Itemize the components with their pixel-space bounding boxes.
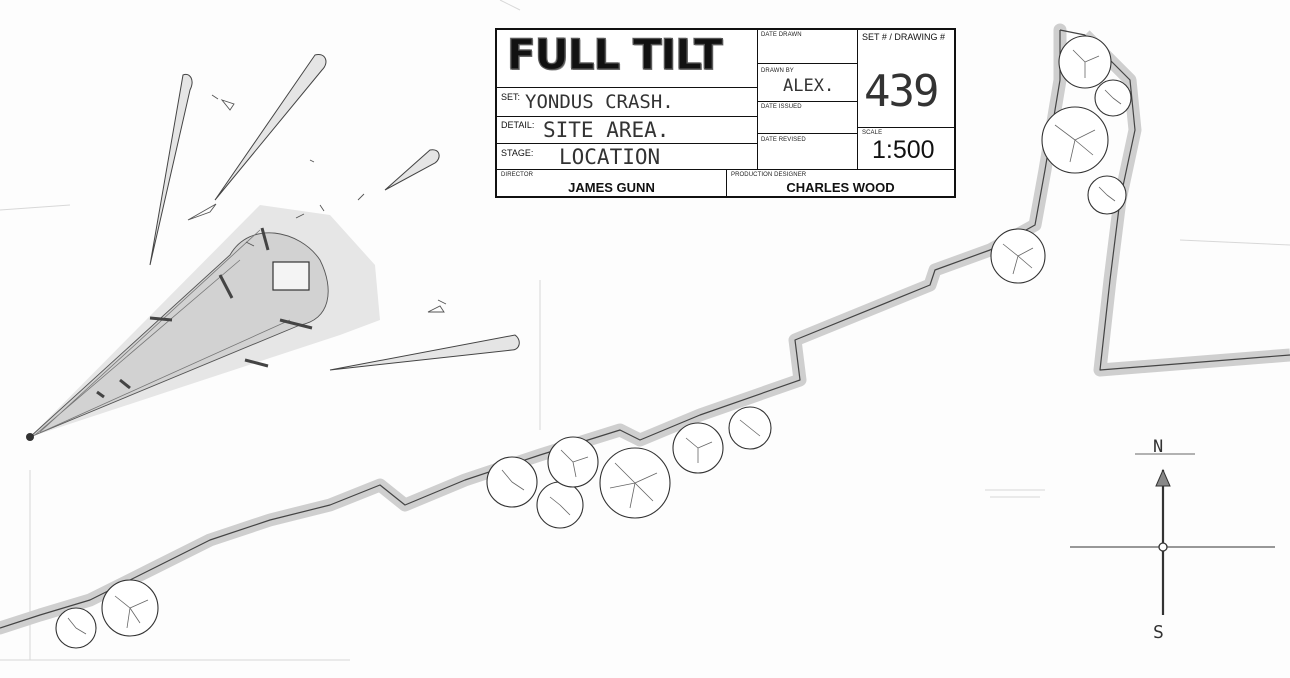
- debris-streaks: [149, 53, 520, 371]
- production-designer-cell: PRODUCTION DESIGNER CHARLES WOOD: [727, 170, 954, 198]
- set-row: SET: YONDUS CRASH.: [497, 88, 758, 117]
- stage-label: STAGE:: [501, 148, 534, 158]
- compass-rose: [1070, 453, 1275, 615]
- crash-site: [26, 205, 380, 441]
- construction-lines: [0, 0, 1290, 661]
- production-designer-label: PRODUCTION DESIGNER: [731, 172, 807, 178]
- date-issued-label: DATE ISSUED: [761, 104, 802, 110]
- set-drawing-label: SET # / DRAWING #: [862, 32, 946, 42]
- drawn-by-value: ALEX.: [783, 76, 835, 96]
- date-drawn-label: DATE DRAWN: [761, 32, 802, 38]
- stage-row: STAGE: LOCATION: [497, 144, 758, 170]
- trees: [55, 35, 1132, 649]
- director-value: JAMES GUNN: [568, 180, 655, 195]
- date-revised-label: DATE REVISED: [761, 137, 806, 143]
- detail-row: DETAIL: SITE AREA.: [497, 117, 758, 144]
- compass-north-label: N: [1153, 437, 1163, 457]
- scale-cell: SCALE 1:500: [858, 128, 954, 170]
- production-designer-value: CHARLES WOOD: [786, 180, 895, 195]
- stage-value: LOCATION: [559, 145, 661, 169]
- scale-value: 1:500: [872, 136, 935, 164]
- director-cell: DIRECTOR JAMES GUNN: [497, 170, 727, 198]
- tree-branch-strokes: [67, 49, 1122, 635]
- debris-fragments: [187, 94, 447, 313]
- scale-label: SCALE: [862, 130, 883, 136]
- title-block: FULL TILT SET: YONDUS CRASH. DETAIL: SIT…: [495, 28, 956, 198]
- set-label: SET:: [501, 92, 521, 102]
- logo-cell: FULL TILT: [497, 29, 758, 88]
- compass-south-label: S: [1153, 622, 1164, 643]
- date-drawn-cell: DATE DRAWN: [758, 30, 858, 64]
- set-drawing-cell: SET # / DRAWING # 439: [858, 30, 954, 128]
- detail-value: SITE AREA.: [543, 118, 670, 142]
- date-issued-cell: DATE ISSUED: [758, 102, 858, 134]
- detail-label: DETAIL:: [501, 120, 535, 130]
- drawn-by-label: DRAWN BY: [761, 68, 794, 74]
- full-tilt-logo: FULL TILT: [506, 29, 723, 79]
- drawn-by-cell: DRAWN BY ALEX.: [758, 64, 858, 102]
- date-revised-cell: DATE REVISED: [758, 134, 858, 170]
- drawing-number: 439: [864, 66, 939, 117]
- director-label: DIRECTOR: [501, 172, 534, 178]
- set-value: YONDUS CRASH.: [525, 91, 674, 113]
